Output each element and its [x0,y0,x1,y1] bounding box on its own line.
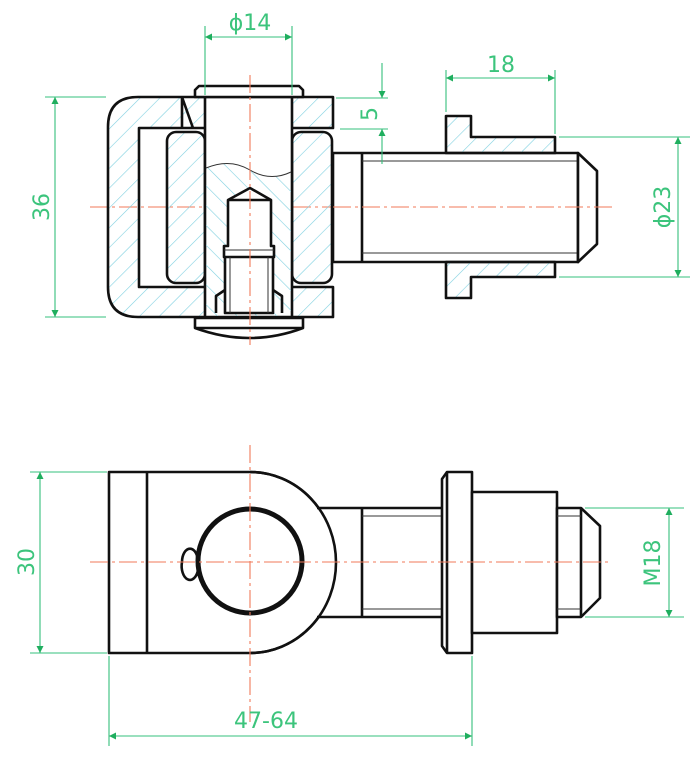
dim-housing-height: 36 [30,96,106,318]
pin-head [193,84,305,99]
svg-text:M18: M18 [641,540,666,587]
dim-flange-diameter: ϕ23 [559,136,690,278]
dim-pin-diameter: ϕ14 [204,11,293,95]
flange-nut-top [444,114,557,155]
dim-adjust-range: 47-64 [108,656,473,746]
left-bushing [165,130,207,285]
svg-text:36: 36 [30,193,55,221]
svg-text:18: 18 [487,53,515,78]
dim-thread: M18 [585,507,684,618]
svg-text:ϕ14: ϕ14 [229,11,272,36]
dim-head-thickness: 5 [336,63,388,164]
flange-nut-bottom [444,260,557,300]
svg-text:ϕ23: ϕ23 [651,186,676,229]
svg-text:47-64: 47-64 [234,709,298,734]
dim-block-height: 30 [15,471,107,654]
dim-flange-length: 18 [445,53,556,134]
svg-text:5: 5 [358,107,383,121]
right-bushing [290,130,334,285]
top-section-view: ϕ14 18 5 36 ϕ23 [30,11,690,345]
svg-text:30: 30 [15,548,40,576]
bottom-plan-view: 30 M18 47-64 [15,445,684,746]
